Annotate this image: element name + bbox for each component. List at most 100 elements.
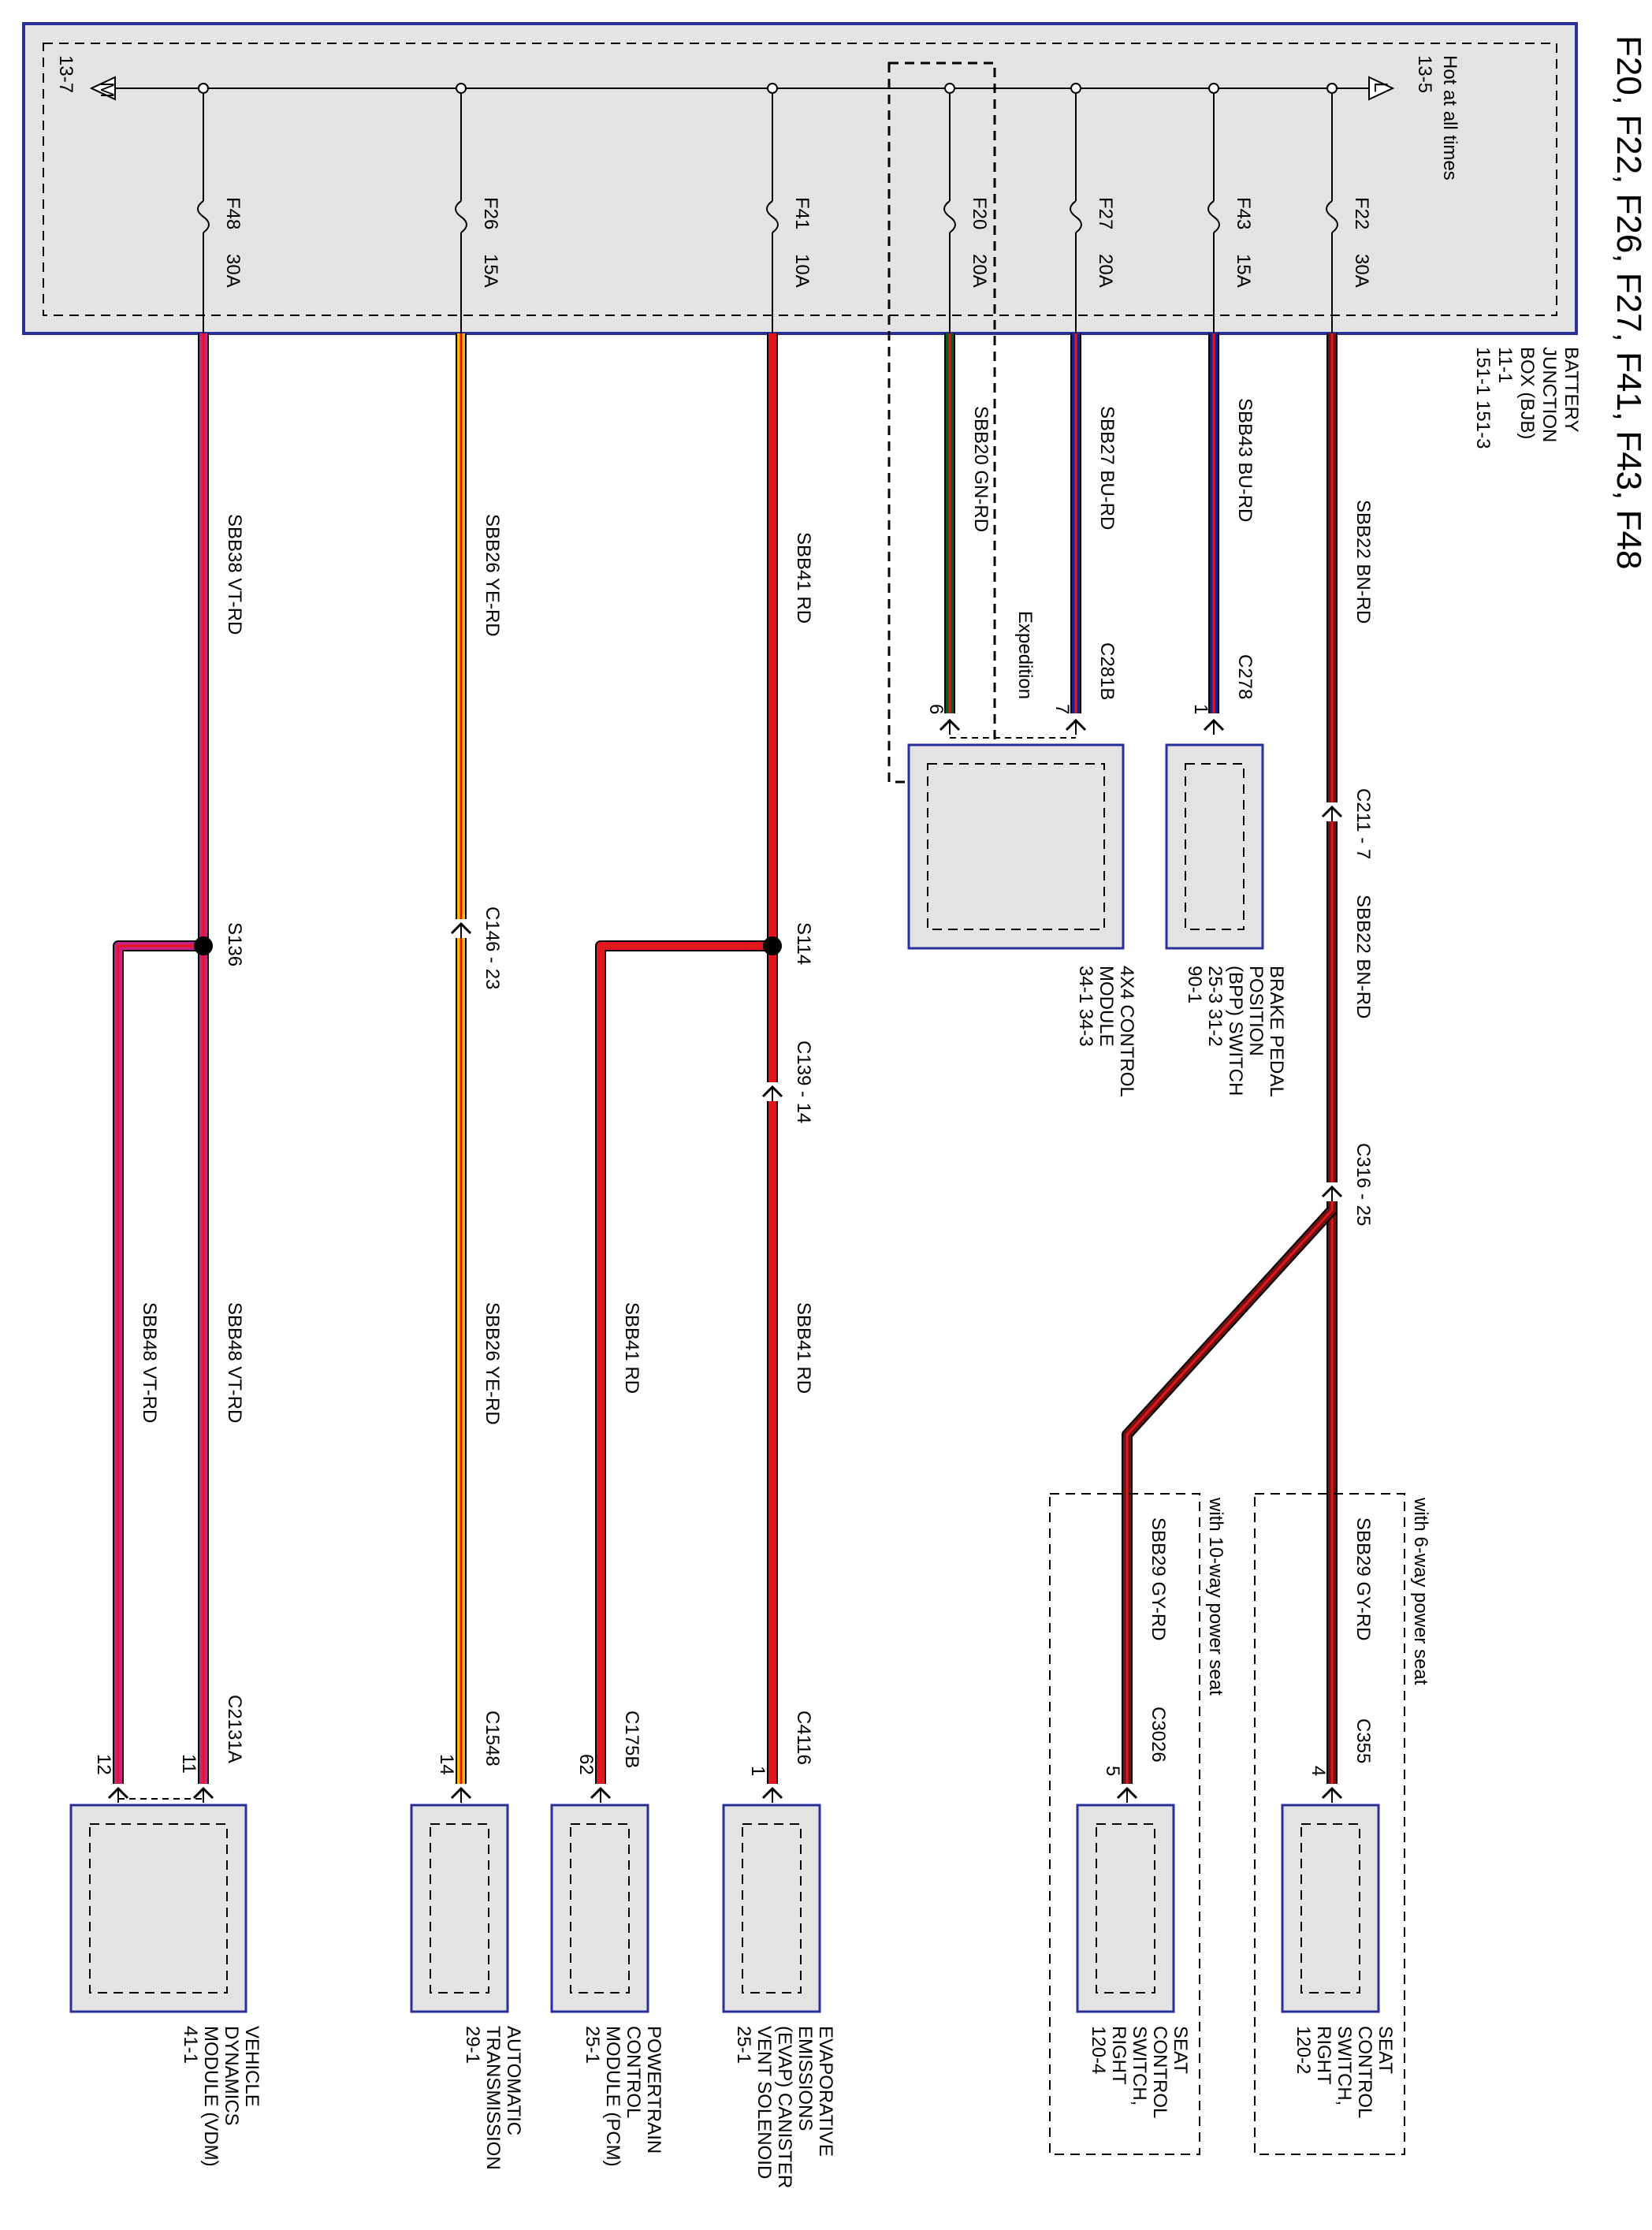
- 4x4-control-module-box-inner: [927, 763, 1105, 930]
- bpp-switch-box: [1165, 743, 1264, 950]
- fuse-amp: 30A: [1351, 254, 1372, 288]
- pin-label-c1548: 14: [436, 1754, 457, 1775]
- bjb-label-line: JUNCTION: [1539, 347, 1560, 442]
- six-way-option-label: with 6-way power seat: [1410, 1497, 1431, 1685]
- connector-label-c281b: C281B: [1096, 642, 1118, 700]
- battery-junction-box: L M Hot at all times 13-5 13-7 BATTERYJU…: [22, 22, 1582, 449]
- wire-label-sbb41-pcm: SBB41 RD: [621, 1302, 642, 1394]
- fuse-name: F20: [969, 197, 990, 229]
- hot-ref-bottom: 13-7: [55, 55, 76, 93]
- fuse-amp: 20A: [1095, 254, 1116, 288]
- hot-ref-top: 13-5: [1414, 55, 1435, 93]
- pin-label-c4116: 1: [747, 1766, 768, 1776]
- bjb-label-line: BATTERY: [1561, 347, 1582, 432]
- pin-label-c355: 4: [1308, 1766, 1329, 1776]
- label-seat-switch-10way: CONTROL: [1149, 2026, 1170, 2118]
- connector-label-c146: C146 - 23: [482, 907, 503, 989]
- wire-label-sbb48-b: SBB48 VT-RD: [139, 1302, 160, 1423]
- seat-switch-10way-box: [1076, 1804, 1175, 2013]
- 4x4-control-module-box: [907, 743, 1125, 950]
- hot-at-all-times-label: Hot at all times: [1439, 55, 1460, 181]
- connector-label-c278: C278: [1234, 654, 1256, 699]
- wire-sbb29-ten-body: [1123, 1207, 1335, 1789]
- pcm-box: [550, 1804, 649, 2013]
- seat-switch-6way-box-inner: [1300, 1823, 1360, 1994]
- tri-label-top: L: [1370, 82, 1391, 92]
- tri-label-bottom: M: [96, 82, 117, 98]
- wire-label-upper: SBB38 VT-RD: [224, 514, 245, 635]
- label-bpp-switch: 90-1: [1184, 966, 1205, 1003]
- connector-label-c3026: C3026: [1148, 1707, 1169, 1763]
- fuse-icon: [943, 200, 956, 233]
- connector-label-c355: C355: [1352, 1718, 1374, 1763]
- label-bpp-switch: BRAKE PEDAL: [1266, 966, 1287, 1097]
- fuse-name: F27: [1095, 197, 1116, 229]
- vdm-box-inner: [89, 1823, 228, 1994]
- wire-label-upper: SBB27 BU-RD: [1096, 406, 1118, 530]
- label-bpp-switch: (BPP) SWITCH: [1225, 966, 1246, 1096]
- wire-sbb48-b-outline: [113, 940, 203, 1789]
- label-pcm: POWERTRAIN: [643, 2026, 664, 2154]
- label-vdm: DYNAMICS: [221, 2026, 242, 2126]
- wire-sbb29-ten-outline: [1122, 1206, 1337, 1789]
- label-evap-solenoid: VENT SOLENOID: [753, 2026, 775, 2179]
- bjb-outline: [22, 22, 1578, 335]
- wire-label-upper: SBB41 RD: [793, 532, 814, 624]
- label-seat-switch-6way: CONTROL: [1354, 2026, 1375, 2118]
- wire-sbb29-ten-stripe: [1126, 1208, 1334, 1789]
- label-4x4-control-module: 34-1 34-3: [1075, 966, 1096, 1047]
- ten-way-option-box: [1049, 1493, 1200, 2155]
- bus-tap-node: [1070, 83, 1081, 94]
- fuse-amp: 15A: [1233, 254, 1254, 288]
- bpp-switch-box-inner: [1185, 763, 1245, 930]
- bjb-label-line: 151-1 151-3: [1472, 347, 1494, 449]
- label-seat-switch-6way: 120-2: [1293, 2026, 1314, 2074]
- label-transmission: 29-1: [462, 2026, 483, 2064]
- splice-s136: [194, 936, 213, 955]
- wire-layer: [107, 333, 1343, 1803]
- wire-label-sbb26-lower: SBB26 YE-RD: [482, 1302, 503, 1425]
- label-evap-solenoid: (EVAP) CANISTER: [774, 2026, 795, 2188]
- bus-tap-node: [198, 83, 209, 94]
- bus-tap-node: [1326, 83, 1338, 94]
- fuse-amp: 30A: [222, 254, 244, 288]
- pin-label-c281b-7: 7: [1051, 704, 1073, 714]
- fuse-amp: 15A: [480, 254, 501, 288]
- pin-label-c175b: 62: [575, 1754, 597, 1775]
- label-seat-switch-6way: SWITCH,: [1334, 2026, 1355, 2105]
- label-evap-solenoid: EVAPORATIVE: [815, 2026, 836, 2157]
- fuse-icon: [455, 200, 467, 233]
- connector-label-c139: C139 - 14: [793, 1041, 814, 1123]
- bjb-inner-dashed: [43, 43, 1557, 316]
- evap-solenoid-box: [722, 1804, 821, 2013]
- wire-label-upper: SBB22 BN-RD: [1352, 500, 1374, 624]
- connector-label-c4116: C4116: [793, 1711, 814, 1765]
- wire-label-sbb22-lower: SBB22 BN-RD: [1352, 895, 1374, 1018]
- fuse-icon: [1070, 200, 1082, 233]
- connector-label-c175b: C175B: [621, 1711, 642, 1768]
- connector-label-c1548: C1548: [482, 1711, 503, 1767]
- label-pcm: MODULE (PCM): [602, 2026, 623, 2167]
- wire-label-upper: SBB43 BU-RD: [1234, 398, 1256, 522]
- seat-switch-6way-box: [1281, 1804, 1380, 2013]
- pin-label-c2131a-11: 11: [178, 1754, 199, 1774]
- option-boxes: [887, 61, 1405, 2155]
- expedition-label: Expedition: [1014, 611, 1036, 699]
- splice-s114: [763, 936, 782, 955]
- fuse-icon: [197, 200, 210, 233]
- evap-solenoid-box-inner: [742, 1823, 802, 1994]
- label-seat-switch-10way: RIGHT: [1108, 2026, 1129, 2085]
- label-4x4-control-module: MODULE: [1096, 966, 1117, 1047]
- fuse-name: F43: [1233, 197, 1254, 229]
- wire-sbb48-b-body: [114, 942, 203, 1789]
- label-seat-switch-10way: 120-4: [1088, 2026, 1109, 2074]
- label-pcm: 25-1: [582, 2026, 603, 2064]
- label-bpp-switch: POSITION: [1245, 966, 1267, 1056]
- label-seat-switch-6way: SEAT: [1375, 2026, 1396, 2074]
- wire-label-sbb29-six: SBB29 GY-RD: [1352, 1517, 1374, 1641]
- transmission-box: [410, 1804, 509, 2013]
- wire-sbb48-b-stripe: [117, 944, 203, 1789]
- fuse-icon: [766, 200, 779, 233]
